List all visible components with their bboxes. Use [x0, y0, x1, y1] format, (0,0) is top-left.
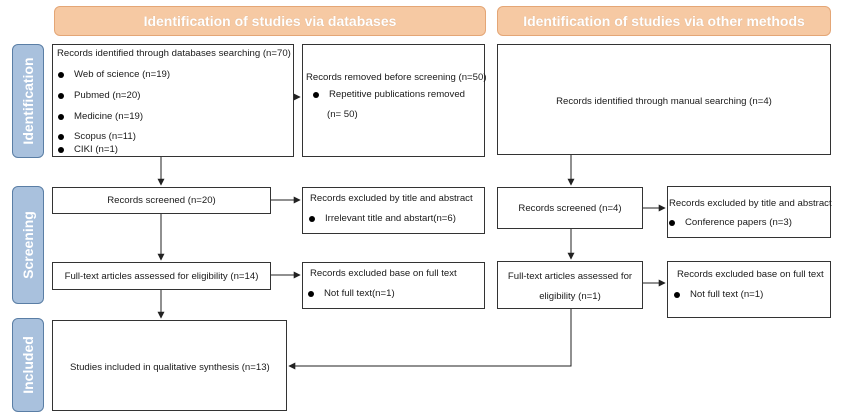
records-identified-title: Records identified through databases sea…	[57, 48, 291, 59]
manual-search-label: Records identified through manual search…	[556, 96, 772, 107]
box-records-removed: Records removed before screening (n=50) …	[302, 44, 487, 157]
records-removed-count: (n= 50)	[327, 109, 358, 120]
stage-identification: Identification	[12, 44, 44, 158]
box-fulltext-assessed: Full-text articles assessed for eligibil…	[52, 262, 271, 290]
box-other-fulltext-assessed: Full-text articles assessed for eligibil…	[497, 261, 643, 309]
fulltext-assessed-label: Full-text articles assessed for eligibil…	[64, 271, 259, 282]
other-excluded-title-abstract-item: Conference papers (n=3)	[669, 217, 792, 228]
db-item-web-of-science: Web of science (n=19)	[57, 69, 171, 80]
excluded-full-text-title: Records excluded base on full text	[310, 268, 457, 279]
header-databases: Identification of studies via databases	[54, 6, 486, 36]
studies-included-label: Studies included in qualitative synthesi…	[70, 362, 270, 373]
other-excluded-full-text-item: Not full text (n=1)	[673, 289, 764, 300]
other-fulltext-line2: eligibility (n=1)	[539, 291, 601, 302]
arrow-other-to-included	[288, 309, 572, 370]
records-removed-item: Repetitive publications removed	[313, 89, 465, 100]
db-item-scopus: Scopus (n=11)	[58, 131, 136, 142]
box-other-records-screened: Records screened (n=4)	[497, 187, 643, 229]
stage-included: Included	[12, 318, 44, 412]
box-other-excluded-full-text: Records excluded base on full text Not f…	[667, 261, 831, 318]
records-removed-title: Records removed before screening (n=50)	[306, 72, 487, 83]
records-screened-label: Records screened (n=20)	[107, 195, 216, 206]
other-excluded-full-text-title: Records excluded base on full text	[677, 269, 824, 280]
box-excluded-full-text: Records excluded base on full text Not f…	[302, 262, 485, 309]
other-excluded-title-abstract-title: Records excluded by title and abstract	[669, 198, 832, 209]
header-other-methods: Identification of studies via other meth…	[497, 6, 831, 36]
box-records-screened: Records screened (n=20)	[52, 187, 271, 214]
box-manual-search: Records identified through manual search…	[497, 44, 831, 155]
db-item-medicine: Medicine (n=19)	[57, 111, 144, 122]
other-fulltext-line1: Full-text articles assessed for	[507, 271, 633, 282]
db-item-pubmed: Pubmed (n=20)	[57, 90, 141, 101]
box-excluded-title-abstract: Records excluded by title and abstract I…	[302, 187, 485, 234]
db-item-ciki: CIKI (n=1)	[58, 144, 118, 155]
other-records-screened-label: Records screened (n=4)	[518, 203, 622, 214]
excluded-title-abstract-title: Records excluded by title and abstract	[310, 193, 473, 204]
box-records-identified: Records identified through databases sea…	[52, 44, 294, 157]
excluded-title-abstract-item: Irrelevant title and abstart(n=6)	[309, 213, 456, 224]
excluded-full-text-item: Not full text(n=1)	[308, 288, 395, 299]
box-other-excluded-title-abstract: Records excluded by title and abstract C…	[667, 186, 832, 238]
stage-screening: Screening	[12, 186, 44, 304]
box-studies-included: Studies included in qualitative synthesi…	[52, 320, 287, 411]
